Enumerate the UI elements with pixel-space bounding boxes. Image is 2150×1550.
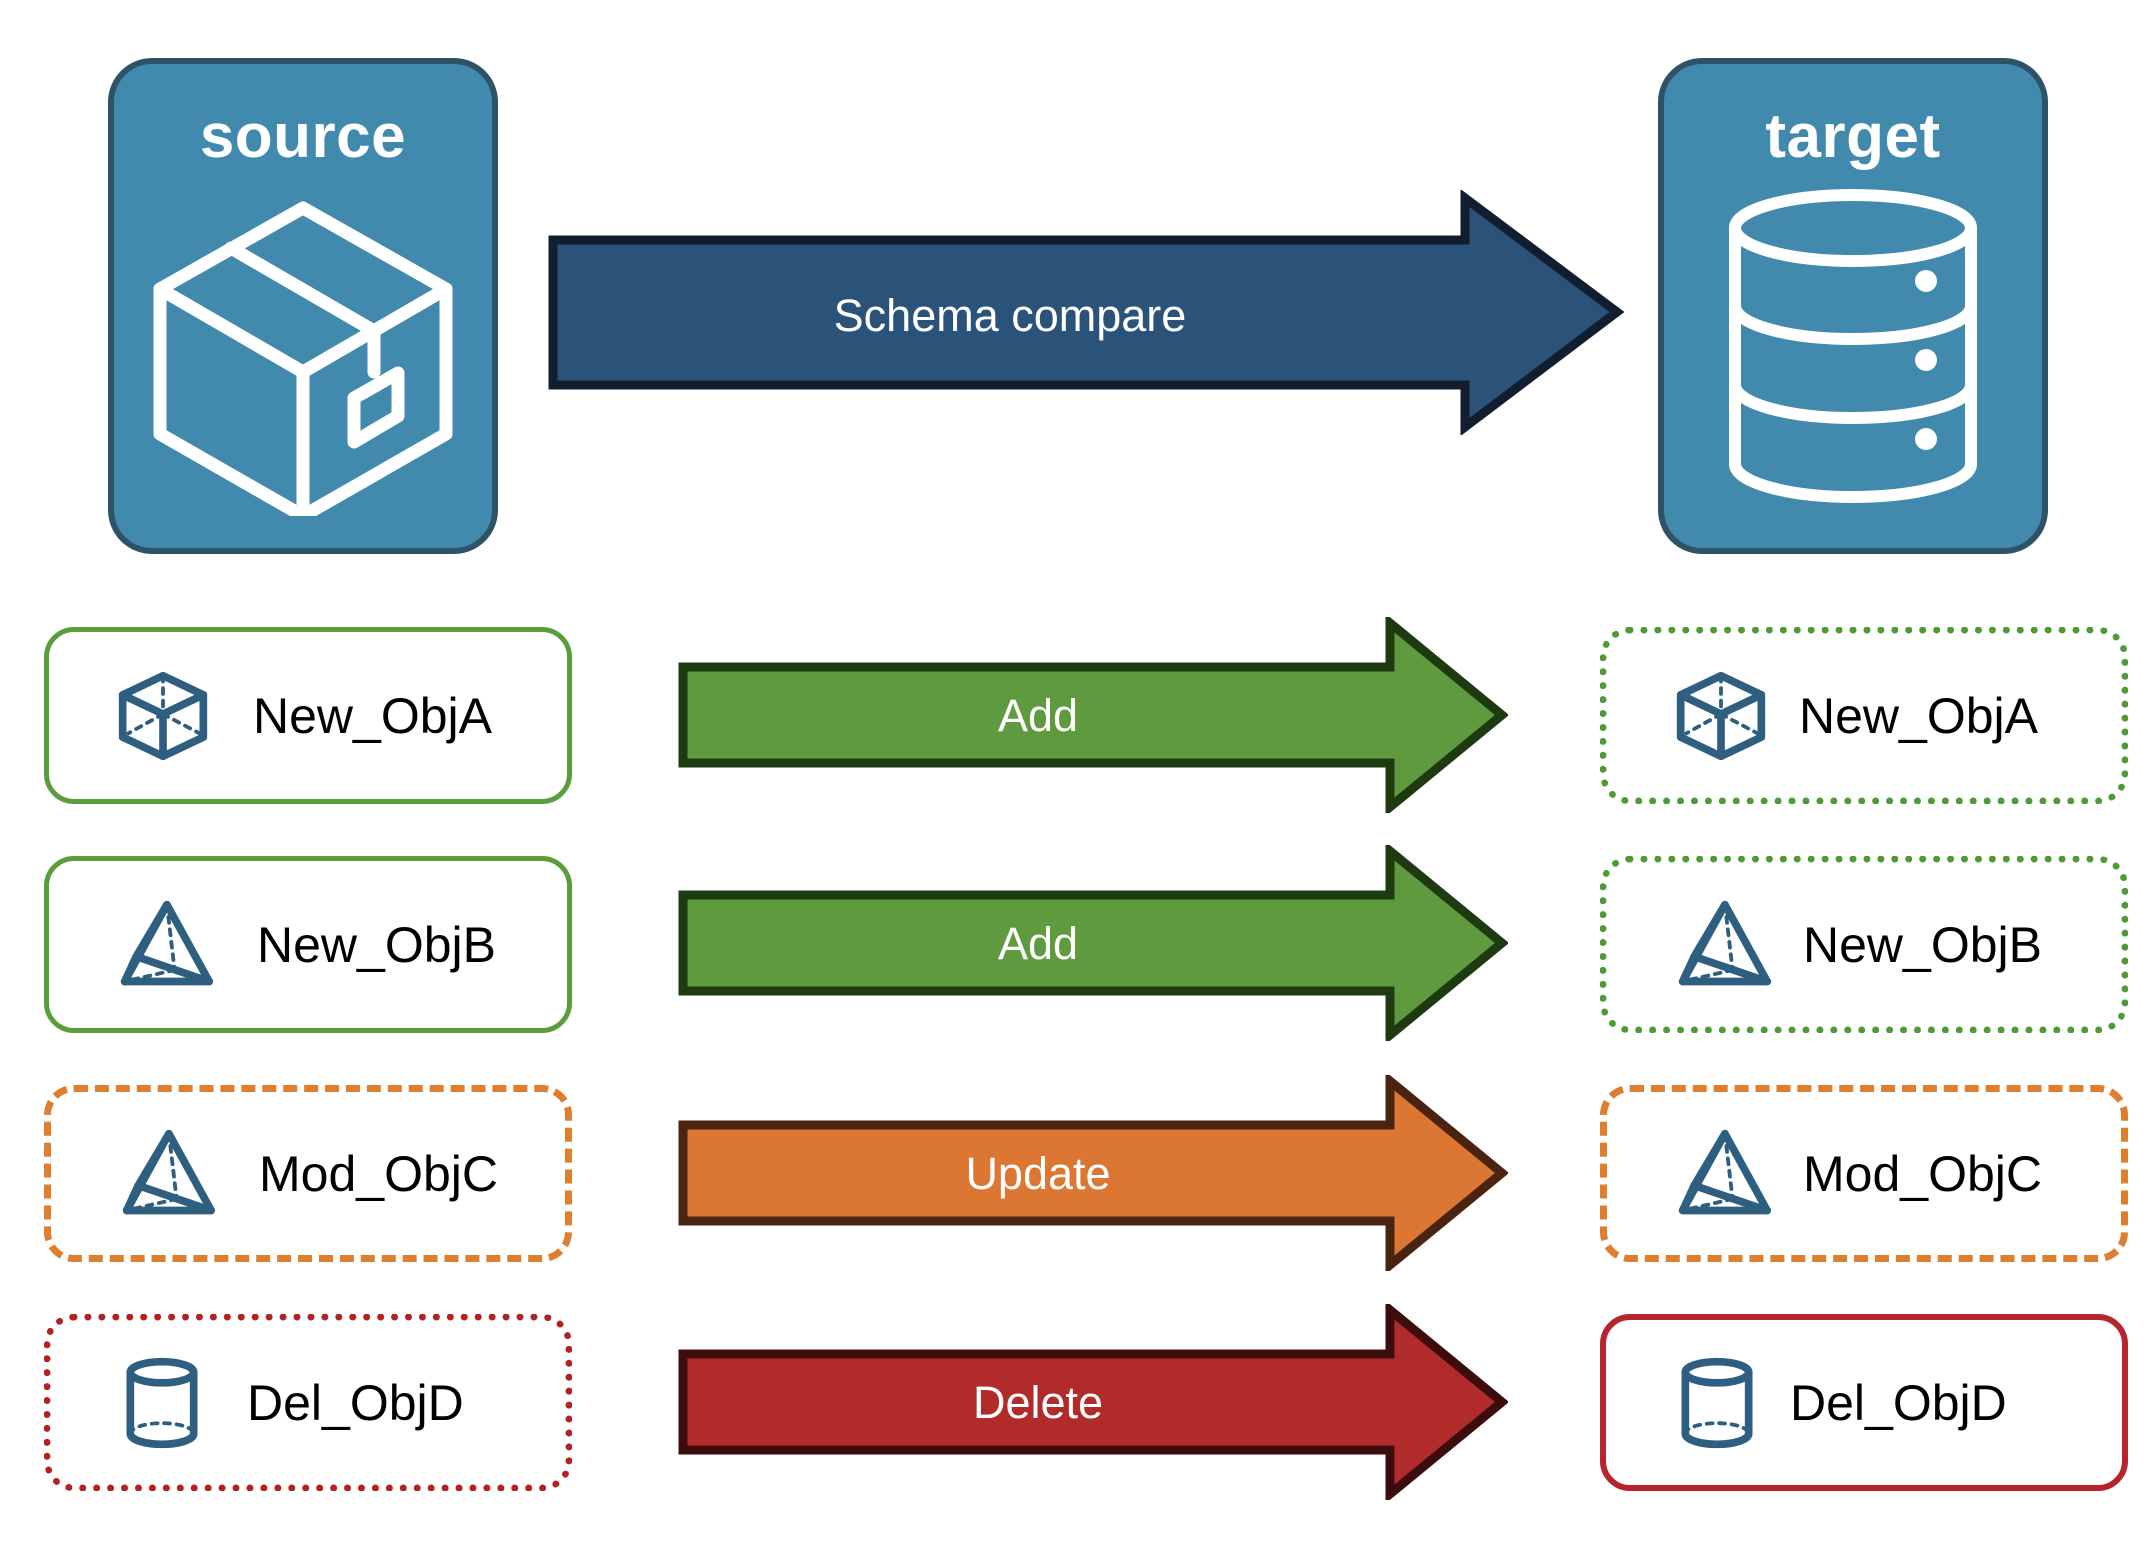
wireframe-pyramid-icon	[115, 897, 215, 993]
endpoint-title-target: target	[1765, 102, 1941, 171]
schema-compare-arrow	[545, 189, 1625, 437]
target-object-label-3: Del_ObjD	[1790, 1374, 2007, 1431]
wireframe-cylinder-icon	[1678, 1355, 1756, 1451]
action-arrow-label-3: Delete	[972, 1377, 1104, 1428]
wireframe-cube-icon	[1673, 668, 1769, 764]
wireframe-pyramid-icon	[1673, 1126, 1773, 1222]
action-arrow-2	[678, 1071, 1510, 1275]
wireframe-cube-icon	[115, 668, 211, 764]
target-object-card-1[interactable]: New_ObjB	[1600, 856, 2128, 1033]
source-object-card-3[interactable]: Del_ObjD	[44, 1314, 572, 1491]
action-arrow-1	[678, 841, 1510, 1045]
source-object-card-1[interactable]: New_ObjB	[44, 856, 572, 1033]
endpoint-title-source: source	[199, 102, 407, 171]
source-object-label-1: New_ObjB	[257, 916, 496, 973]
source-object-label-2: Mod_ObjC	[259, 1145, 498, 1202]
target-object-label-2: Mod_ObjC	[1803, 1145, 2042, 1202]
endpoint-card-source: source	[108, 58, 498, 554]
target-object-card-2[interactable]: Mod_ObjC	[1600, 1085, 2128, 1262]
target-object-label-0: New_ObjA	[1799, 687, 2038, 744]
package-box-icon	[138, 186, 468, 523]
source-object-card-2[interactable]: Mod_ObjC	[44, 1085, 572, 1262]
wireframe-pyramid-icon	[1673, 897, 1773, 993]
target-object-card-0[interactable]: New_ObjA	[1600, 627, 2128, 804]
wireframe-pyramid-icon	[117, 1126, 217, 1222]
source-object-label-3: Del_ObjD	[247, 1374, 464, 1431]
source-object-label-0: New_ObjA	[253, 687, 492, 744]
endpoint-card-target: target	[1658, 58, 2048, 554]
action-arrow-label-2: Update	[965, 1148, 1111, 1199]
target-object-card-3[interactable]: Del_ObjD	[1600, 1314, 2128, 1491]
schema-compare-arrow-label: Schema compare	[833, 290, 1187, 341]
wireframe-cylinder-icon	[123, 1355, 201, 1451]
source-object-card-0[interactable]: New_ObjA	[44, 627, 572, 804]
target-object-label-1: New_ObjB	[1803, 916, 2042, 973]
action-arrow-0	[678, 613, 1510, 817]
action-arrow-3	[678, 1300, 1510, 1504]
action-arrow-label-0: Add	[997, 690, 1079, 741]
database-cylinder-icon	[1723, 186, 1983, 511]
action-arrow-label-1: Add	[997, 918, 1079, 969]
